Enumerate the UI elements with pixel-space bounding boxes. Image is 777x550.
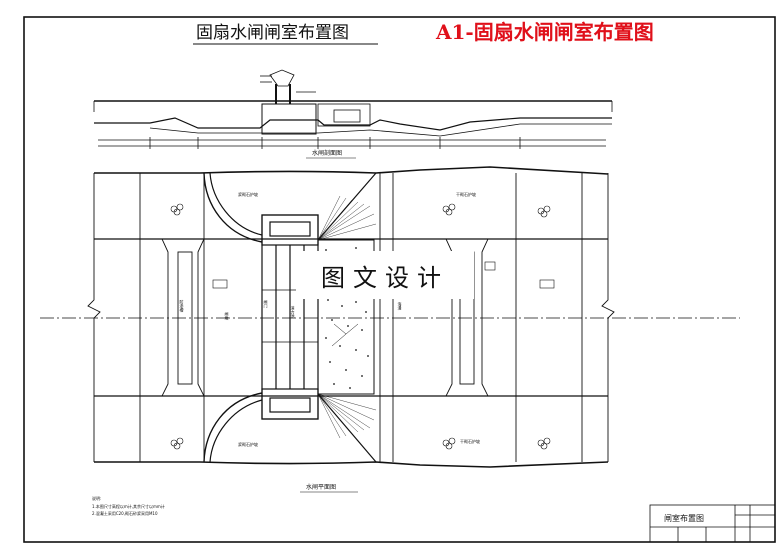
section-caption: 水闸剖面图 [312,149,342,157]
label-pier: 闸墩 [225,311,230,321]
notes-heading: 说明: [92,495,101,501]
plan-view [40,166,740,468]
section-view [93,69,613,149]
watermark-box: 图文设计 [296,251,474,299]
label-gate: 闸门 [264,299,269,309]
notes-line-1: 1.本图尺寸高程以m计,其余尺寸以mm计 [92,503,165,509]
red-heading: A1-固扇水闸闸室布置图 [435,20,654,44]
sheet-border [23,16,776,543]
drawing-title: 固扇水闸闸室布置图 [196,23,349,43]
label-dry-stone-upper: 干砌石护坡 [456,191,476,197]
notes-line-2: 2.混凝土采用C20,砌石砂浆采用M10 [92,510,158,516]
title-block-name: 闸室布置图 [664,513,704,523]
title-block [649,504,776,543]
label-apron: 海漫 [398,301,403,311]
watermark-text: 图文设计 [321,263,449,292]
plan-caption: 水闸平面图 [306,483,336,491]
label-slurry-stone-lower: 浆砌石护坡 [238,441,258,447]
flare-hatching [317,195,377,439]
basin-arrows [331,323,359,347]
stone-symbols [170,203,551,450]
label-dry-stone-lower: 干砌石护坡 [460,438,480,444]
marker-boxes [212,261,555,289]
label-slurry-stone-upper: 浆砌石护坡 [238,191,258,197]
label-stilling: 消力池 [291,305,296,318]
label-anti-seep: 防渗槽 [180,299,185,313]
